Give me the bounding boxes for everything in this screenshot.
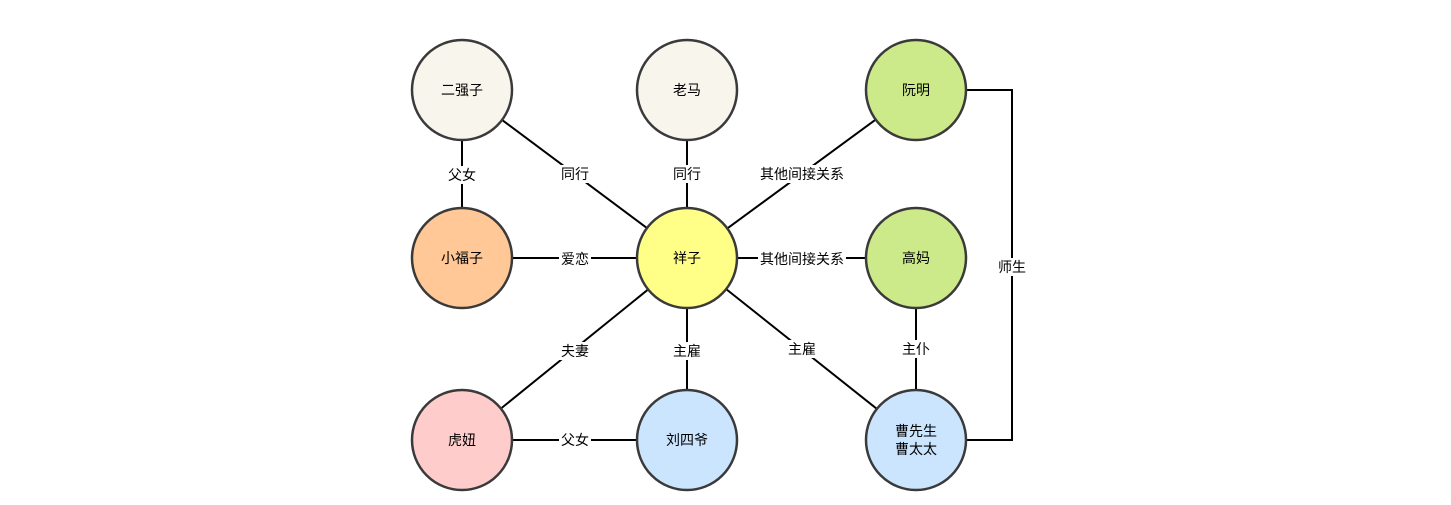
node-label: 刘四爷 xyxy=(666,433,708,449)
node-circle[interactable] xyxy=(410,38,514,142)
edge-label-background xyxy=(446,166,478,184)
edge-label-xiangzi-gaoma: 其他间接关系 xyxy=(758,250,846,268)
edge-label-background xyxy=(559,250,591,268)
node-label: 祥子 xyxy=(673,251,701,267)
node-label: 虎妞 xyxy=(448,433,476,449)
node-xiangzi[interactable]: 祥子 xyxy=(635,206,739,310)
edge-label-background xyxy=(758,250,846,268)
node-label: 二强子 xyxy=(441,83,483,99)
edge-label-text: 其他间接关系 xyxy=(760,166,844,183)
edge-label-xiangzi-liusiye: 主雇 xyxy=(671,342,703,360)
node-liusiye[interactable]: 刘四爷 xyxy=(635,388,739,492)
edge-label-text: 夫妻 xyxy=(561,344,589,360)
edge-label-gaoma-cao: 主仆 xyxy=(900,340,932,358)
edge-label-background xyxy=(671,342,703,360)
edge-label-text: 主雇 xyxy=(788,341,816,358)
edge-labels-layer: 父女同行同行其他间接关系爱恋其他间接关系夫妻主雇主雇主仆父女师生 xyxy=(446,165,1028,449)
edge-label-erqiangzi-xiangzi: 同行 xyxy=(559,165,591,183)
edge-label-text: 父女 xyxy=(561,432,589,449)
node-label: 阮明 xyxy=(902,83,930,99)
node-label: 曹太太 xyxy=(895,442,937,458)
edge-label-laoma-xiangzi: 同行 xyxy=(671,165,703,183)
node-label: 小福子 xyxy=(441,251,483,267)
edge-label-text: 主雇 xyxy=(673,343,701,360)
edge-label-text: 爱恋 xyxy=(561,251,589,268)
edge-label-huniu-liusiye: 父女 xyxy=(559,431,591,449)
node-circle[interactable] xyxy=(635,38,739,142)
node-xiaofuzi[interactable]: 小福子 xyxy=(410,206,514,310)
node-ruanming[interactable]: 阮明 xyxy=(864,38,968,142)
node-laoma[interactable]: 老马 xyxy=(635,38,739,142)
edge-label-text: 师生 xyxy=(998,260,1026,276)
edge-label-background xyxy=(559,165,591,183)
edge-label-xiaofuzi-xiangzi: 爱恋 xyxy=(559,250,591,268)
node-circle[interactable] xyxy=(410,206,514,310)
node-huniu[interactable]: 虎妞 xyxy=(410,388,514,492)
edge-label-background xyxy=(559,342,591,360)
node-label: 曹先生 xyxy=(895,424,937,440)
edge-label-erqiangzi-xiaofuzi: 父女 xyxy=(446,166,478,184)
edge-label-text: 父女 xyxy=(448,167,476,184)
node-circle[interactable] xyxy=(635,388,739,492)
edge-label-background xyxy=(786,340,818,358)
edge-label-ruanming-cao: 师生 xyxy=(996,258,1028,276)
node-label: 老马 xyxy=(673,83,701,99)
node-circle[interactable] xyxy=(864,388,968,492)
edge-label-xiangzi-huniu: 夫妻 xyxy=(559,342,591,360)
edge-label-text: 同行 xyxy=(673,167,701,183)
edge-label-background xyxy=(559,431,591,449)
node-circle[interactable] xyxy=(410,388,514,492)
edge-label-text: 同行 xyxy=(561,167,589,183)
edge-label-text: 其他间接关系 xyxy=(760,251,844,268)
edge-label-background xyxy=(671,165,703,183)
edge-label-background xyxy=(900,340,932,358)
edge-label-background xyxy=(996,258,1028,276)
node-circle[interactable] xyxy=(864,38,968,142)
node-label: 高妈 xyxy=(902,250,930,267)
node-circle[interactable] xyxy=(864,206,968,310)
node-circle[interactable] xyxy=(635,206,739,310)
edge-label-text: 主仆 xyxy=(902,342,930,358)
edge-label-background xyxy=(758,165,846,183)
edge-label-ruanming-xiangzi: 其他间接关系 xyxy=(758,165,846,183)
node-erqiangzi[interactable]: 二强子 xyxy=(410,38,514,142)
edge-label-xiangzi-cao: 主雇 xyxy=(786,340,818,358)
node-gaoma[interactable]: 高妈 xyxy=(864,206,968,310)
